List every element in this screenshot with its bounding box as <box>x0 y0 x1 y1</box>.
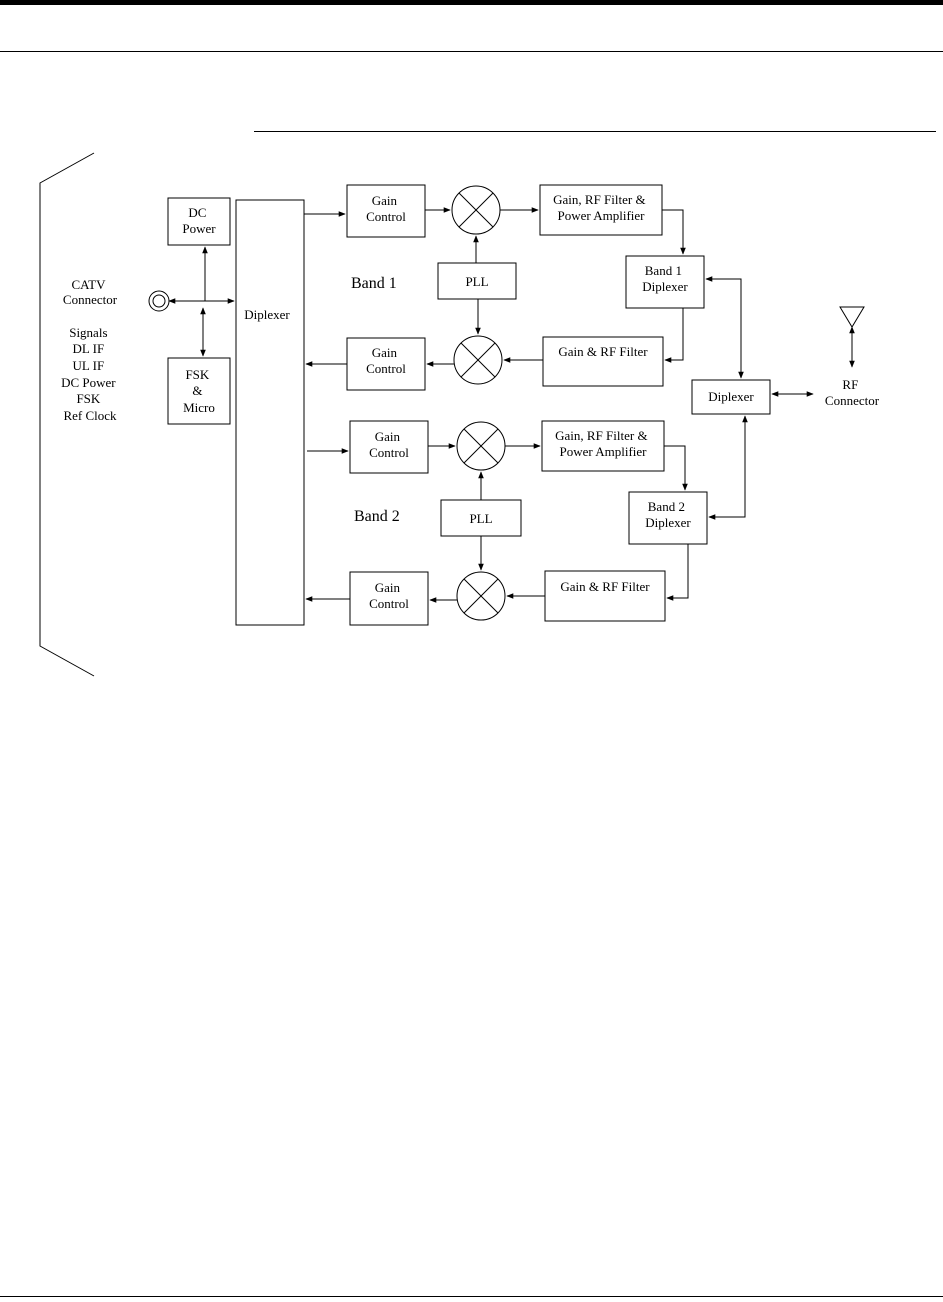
band2-dl-gain-control-label: Gain Control <box>369 429 409 460</box>
top-thick-rule <box>0 0 943 5</box>
band2-label: Band 2 <box>354 508 400 525</box>
band1-ul-gain-control-block <box>346 337 426 391</box>
top-thin-rule <box>0 51 943 52</box>
band1-ul-gain-control-label: Gain Control <box>366 345 406 376</box>
band1-label: Band 1 <box>351 275 397 292</box>
antenna-icon <box>839 306 865 328</box>
band1-ul-filter-block <box>542 336 664 387</box>
band2-pll-label: PLL <box>469 511 492 526</box>
band2-dl-filter-to-diplexer <box>664 445 688 491</box>
output-diplexer-label: Diplexer <box>708 389 754 404</box>
catv-connector-icon <box>148 290 170 312</box>
output-diplexer-block <box>691 379 771 415</box>
main-diplexer-block <box>235 199 305 626</box>
fsk-micro-label: FSK & Micro <box>183 367 215 415</box>
band1-ul-mixer-icon <box>453 335 503 385</box>
band1-dl-gain-control-label: Gain Control <box>366 193 406 224</box>
band2-dl-mixer-icon <box>456 421 506 471</box>
band2-diplexer-block <box>628 491 708 545</box>
band1-dl-filter-to-diplexer <box>662 209 686 255</box>
band2-dl-gain-control-block <box>349 420 429 474</box>
band1-diplexer-to-output-diplexer <box>705 276 744 379</box>
band1-dl-mixer-icon <box>451 185 501 235</box>
band1-dl-filter-amp-block <box>539 184 663 236</box>
band2-diplexer-to-ul-filter <box>666 544 689 601</box>
band2-ul-filter-block <box>544 570 666 622</box>
bottom-thin-rule <box>0 1296 943 1297</box>
band2-diplexer-label: Band 2 Diplexer <box>645 499 691 530</box>
dc-power-label: DC Power <box>182 205 216 236</box>
fsk-micro-block <box>167 357 231 425</box>
rf-connector-label: RF Connector <box>825 377 880 408</box>
figure-title-rule <box>254 131 936 132</box>
main-diplexer-label: Diplexer <box>244 307 290 322</box>
band2-diplexer-to-output-diplexer <box>708 415 748 520</box>
band2-ul-gain-control-label: Gain Control <box>369 580 409 611</box>
band2-dl-filter-amp-label: Gain, RF Filter & Power Amplifier <box>555 428 651 459</box>
band1-ul-filter-label: Gain & RF Filter <box>558 344 648 359</box>
band2-dl-filter-amp-block <box>541 420 665 472</box>
signals-list: Signals DL IF UL IF DC Power FSK Ref Clo… <box>61 325 119 423</box>
catv-connector-label: CATV Connector <box>63 277 118 307</box>
band2-ul-mixer-icon <box>456 571 506 621</box>
band1-dl-gain-control-block <box>346 184 426 238</box>
band2-ul-filter-label: Gain & RF Filter <box>560 579 650 594</box>
band1-pll-label: PLL <box>465 274 488 289</box>
band1-pll-block <box>437 262 517 300</box>
band1-diplexer-label: Band 1 Diplexer <box>642 263 688 294</box>
band1-diplexer-to-ul-filter <box>664 308 684 363</box>
connector-panel-outline <box>39 152 95 677</box>
band1-dl-filter-amp-label: Gain, RF Filter & Power Amplifier <box>553 192 649 223</box>
band1-diplexer-block <box>625 255 705 309</box>
dc-power-block <box>167 197 231 246</box>
